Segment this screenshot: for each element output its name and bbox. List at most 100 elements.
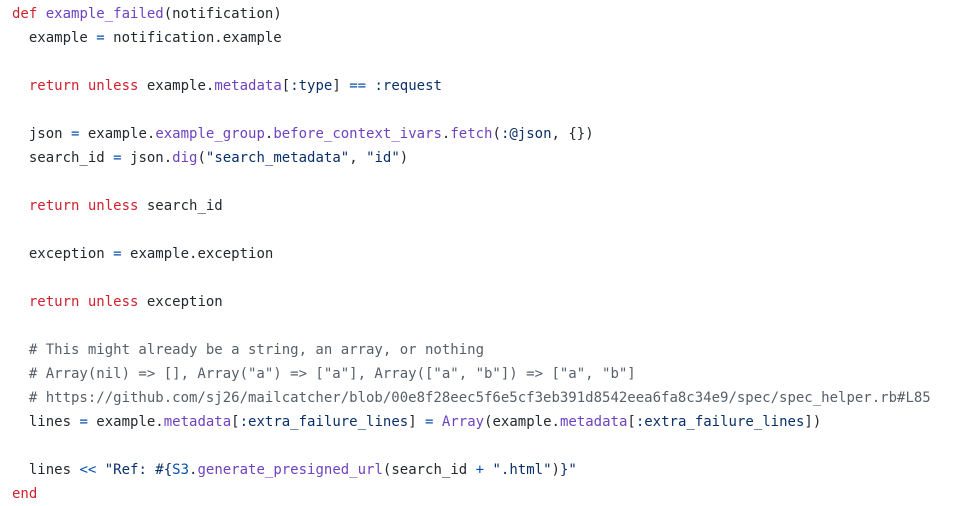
code-token-str: "id": [366, 150, 400, 166]
code-token-kw: def: [12, 6, 38, 22]
code-token-kw: return: [28, 78, 80, 94]
code-token-plain: [12, 198, 29, 214]
code-token-kw: end: [12, 486, 38, 502]
code-line: [12, 98, 976, 122]
code-token-fn: metadata: [559, 414, 628, 430]
code-token-str: }": [559, 462, 577, 478]
code-token-plain: lines: [12, 462, 80, 478]
code-token-fn: Array: [441, 414, 485, 430]
code-line: [12, 218, 976, 242]
code-token-op: =: [79, 414, 88, 430]
code-token-sym: :type: [290, 78, 333, 94]
code-token-plain: example.: [87, 414, 164, 430]
code-token-plain: example.: [79, 126, 156, 142]
code-line: return unless exception: [12, 290, 976, 314]
code-line: json = example.example_group.before_cont…: [12, 122, 976, 146]
code-line: [12, 314, 976, 338]
code-line: [12, 266, 976, 290]
code-line: [12, 50, 976, 74]
code-token-sym: :extra_failure_lines: [239, 414, 409, 430]
code-token-plain: search_id: [138, 198, 223, 214]
code-token-comment: # This might already be a string, an arr…: [12, 342, 485, 358]
code-line: # This might already be a string, an arr…: [12, 338, 976, 362]
code-token-plain: [366, 78, 374, 94]
code-token-plain: exception: [12, 246, 114, 262]
code-token-plain: notification.example: [104, 30, 282, 46]
code-line: [12, 170, 976, 194]
code-token-fn: fetch: [450, 126, 493, 142]
code-token-op: =: [71, 126, 80, 142]
code-token-sym: :request: [374, 78, 442, 94]
code-token-plain: (: [197, 150, 206, 166]
code-token-plain: ): [551, 462, 560, 478]
code-token-plain: , {}): [551, 126, 594, 142]
code-token-plain: [79, 198, 87, 214]
code-token-sym: :@json: [500, 126, 552, 142]
code-line: return unless example.metadata[:type] ==…: [12, 74, 976, 98]
code-line: example = notification.example: [12, 26, 976, 50]
code-line: search_id = json.dig("search_metadata", …: [12, 146, 976, 170]
code-token-str: "Ref: #{: [104, 462, 173, 478]
code-token-comment: # https://github.com/sj26/mailcatcher/bl…: [12, 390, 931, 406]
code-token-op: ==: [349, 78, 367, 94]
code-token-op: =: [425, 414, 434, 430]
code-token-kw: unless: [87, 198, 139, 214]
code-token-plain: [: [281, 78, 291, 94]
code-token-plain: example: [12, 30, 97, 46]
code-line: exception = example.exception: [12, 242, 976, 266]
code-line: # https://github.com/sj26/mailcatcher/bl…: [12, 386, 976, 410]
code-token-kw: unless: [87, 78, 139, 94]
code-token-plain: (example.: [484, 414, 560, 430]
code-token-plain: example.exception: [121, 246, 274, 262]
code-token-fn: generate_presigned_url: [197, 462, 383, 478]
code-token-op: =: [113, 150, 122, 166]
code-token-fn: metadata: [163, 414, 232, 430]
code-token-op: +: [475, 462, 485, 478]
code-token-plain: (notification): [163, 6, 282, 22]
code-token-fn: dig: [172, 150, 198, 166]
code-token-plain: [96, 462, 104, 478]
code-token-fn: example_failed: [45, 6, 164, 22]
code-token-str: "search_metadata": [205, 150, 350, 166]
code-token-fn: before_context_ivars: [273, 126, 442, 142]
code-token-plain: ]): [804, 414, 822, 430]
code-token-plain: search_id: [12, 150, 114, 166]
code-token-plain: [: [231, 414, 240, 430]
code-token-plain: ,: [349, 150, 367, 166]
code-line: # Array(nil) => [], Array("a") => ["a"],…: [12, 362, 976, 386]
code-token-plain: .: [264, 126, 274, 142]
code-token-op: =: [96, 30, 105, 46]
code-token-op: <<: [79, 462, 97, 478]
code-token-plain: [433, 414, 441, 430]
code-token-plain: json: [12, 126, 72, 142]
code-token-plain: [12, 294, 29, 310]
code-token-plain: .: [441, 126, 451, 142]
code-token-str: ".html": [492, 462, 552, 478]
code-token-plain: ]: [408, 414, 426, 430]
code-token-plain: .: [189, 462, 198, 478]
code-token-plain: (: [492, 126, 501, 142]
code-line: lines << "Ref: #{S3.generate_presigned_u…: [12, 458, 976, 482]
code-token-kw: unless: [87, 294, 139, 310]
code-token-plain: ): [399, 150, 409, 166]
code-line: def example_failed(notification): [12, 2, 976, 26]
code-token-plain: (search_id: [382, 462, 476, 478]
code-token-plain: example.: [138, 78, 215, 94]
code-token-plain: json.: [121, 150, 173, 166]
code-line: end: [12, 482, 976, 506]
code-token-plain: [37, 6, 45, 22]
code-token-fn: example_group: [155, 126, 265, 142]
code-token-plain: [79, 294, 87, 310]
code-token-plain: exception: [138, 294, 223, 310]
code-token-sym: :extra_failure_lines: [635, 414, 805, 430]
code-token-fn: metadata: [214, 78, 282, 94]
code-token-kw: return: [28, 198, 80, 214]
code-token-plain: [: [627, 414, 636, 430]
code-token-kw: return: [28, 294, 80, 310]
code-line: [12, 434, 976, 458]
code-line: lines = example.metadata[:extra_failure_…: [12, 410, 976, 434]
code-token-plain: [79, 78, 87, 94]
code-token-const: S3: [172, 462, 190, 478]
code-line: return unless search_id: [12, 194, 976, 218]
